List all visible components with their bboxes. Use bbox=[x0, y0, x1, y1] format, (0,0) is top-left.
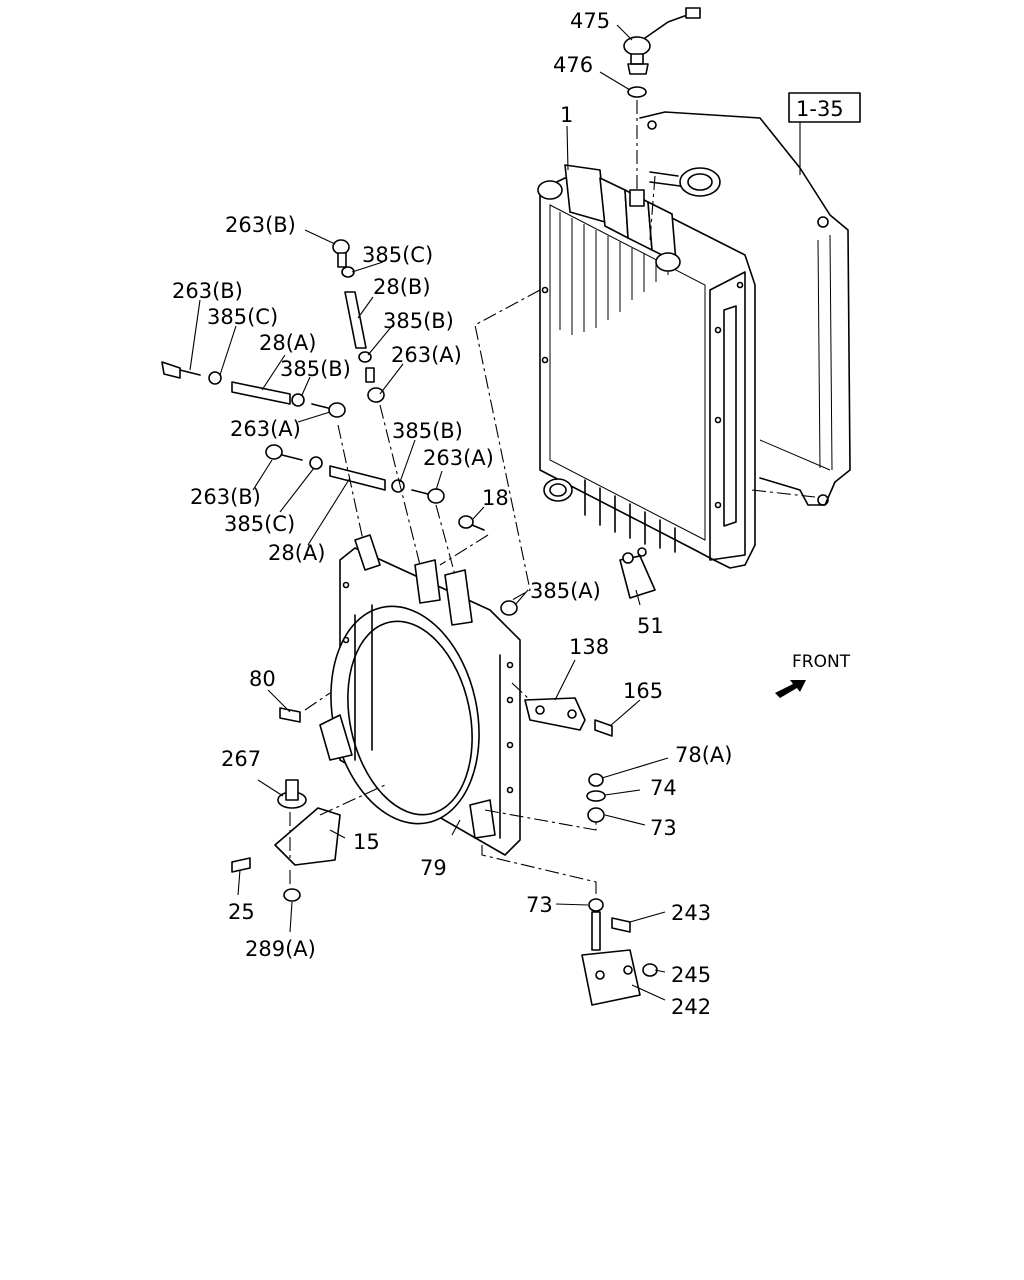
radiator-fins bbox=[559, 212, 669, 335]
assembly-lines bbox=[289, 175, 816, 898]
callout-476: 476 bbox=[553, 53, 593, 77]
temperature-sensor bbox=[623, 7, 701, 190]
callout-263a-left: 263(A) bbox=[230, 417, 301, 441]
callout-74: 74 bbox=[650, 776, 677, 800]
bolt-80 bbox=[279, 707, 301, 723]
callout-385a: 385(A) bbox=[530, 579, 601, 603]
callout-385c-low: 385(C) bbox=[224, 512, 295, 536]
callout-385c-top: 385(C) bbox=[362, 243, 433, 267]
callout-labels: 475 476 1 263(B) 385(C) 28(B) 263(B) 385… bbox=[172, 9, 732, 1019]
callout-51: 51 bbox=[637, 614, 664, 638]
callout-242: 242 bbox=[671, 995, 711, 1019]
lower-mount bbox=[581, 898, 658, 1006]
callout-78a: 78(A) bbox=[675, 743, 732, 767]
reference-box bbox=[788, 92, 861, 123]
callout-245: 245 bbox=[671, 963, 711, 987]
callout-243: 243 bbox=[671, 901, 711, 925]
callout-73-right: 73 bbox=[650, 816, 677, 840]
callout-385b-mid: 385(B) bbox=[280, 357, 351, 381]
left-mount bbox=[231, 779, 341, 902]
callout-289a: 289(A) bbox=[245, 937, 316, 961]
front-label: FRONT bbox=[792, 652, 851, 672]
side-bracket-138 bbox=[524, 697, 613, 737]
callout-475: 475 bbox=[570, 9, 610, 33]
leader-lines bbox=[189, 24, 801, 1001]
callout-385b-low: 385(B) bbox=[392, 419, 463, 443]
callout-138: 138 bbox=[569, 635, 609, 659]
callout-263a-low: 263(A) bbox=[423, 446, 494, 470]
callout-263b-left: 263(B) bbox=[172, 279, 243, 303]
radiator bbox=[537, 111, 851, 599]
callout-385b-top: 385(B) bbox=[383, 309, 454, 333]
callout-385c-left: 385(C) bbox=[207, 305, 278, 329]
reference-box-label: 1-35 bbox=[796, 97, 844, 121]
insulator-stack bbox=[586, 773, 606, 823]
callout-73-low: 73 bbox=[526, 893, 553, 917]
callout-28a-low: 28(A) bbox=[268, 541, 325, 565]
callout-79: 79 bbox=[420, 856, 447, 880]
callout-263b-top: 263(B) bbox=[225, 213, 296, 237]
callout-1: 1 bbox=[560, 103, 573, 127]
callout-263b-low: 263(B) bbox=[190, 485, 261, 509]
callout-165: 165 bbox=[623, 679, 663, 703]
callout-28b: 28(B) bbox=[373, 275, 431, 299]
callout-18: 18 bbox=[482, 486, 509, 510]
callout-15: 15 bbox=[353, 830, 380, 854]
front-arrow-icon bbox=[775, 680, 806, 698]
callout-267: 267 bbox=[221, 747, 261, 771]
callout-80: 80 bbox=[249, 667, 276, 691]
callout-25: 25 bbox=[228, 900, 255, 924]
callout-28a-top: 28(A) bbox=[259, 331, 316, 355]
callout-263a-top: 263(A) bbox=[391, 343, 462, 367]
fan-shroud bbox=[319, 534, 521, 856]
